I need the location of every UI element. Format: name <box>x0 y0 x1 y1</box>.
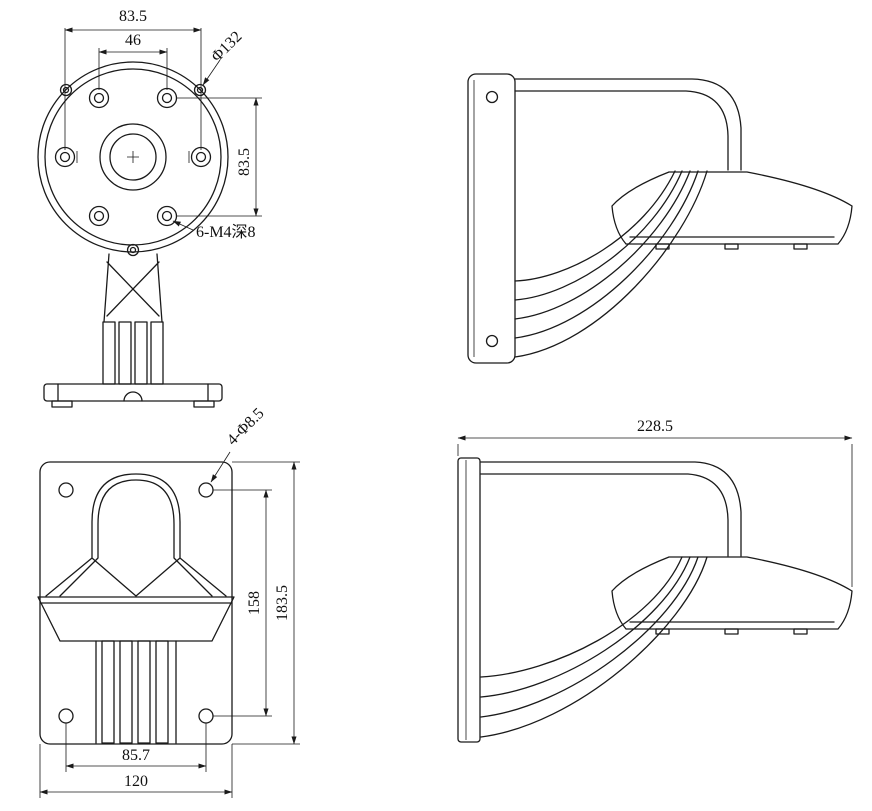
wall-plate-side <box>457 457 481 743</box>
dome-cap <box>611 556 853 630</box>
wall-plate <box>467 73 516 364</box>
center-mark <box>127 151 139 163</box>
dim-diameter-label: Φ132 <box>208 28 245 65</box>
depth-dimension: 228.5 <box>457 418 853 587</box>
hole-spec-label: 4-Φ8.5 <box>224 405 268 449</box>
dim-depth-label: 228.5 <box>637 418 673 435</box>
plate-hole-bottom <box>485 334 499 348</box>
screw-slot-marks <box>76 151 190 163</box>
leader-hole-note <box>210 451 231 483</box>
base-details <box>51 383 215 408</box>
base-view-dimensions: 4-Φ8.5 158 183.5 85.7 120 <box>39 405 300 798</box>
dim-hole-pitch-v-label: 83.5 <box>236 148 253 176</box>
thread-spec-label: 6-M4深8 <box>196 223 256 241</box>
bracket-neck-front <box>45 473 227 597</box>
side-view-top <box>467 73 853 364</box>
dome-front <box>37 596 235 642</box>
front-view: 83.5 46 Φ132 83.5 6-M4深8 <box>37 8 262 408</box>
side-view-dimensioned: 228.5 <box>457 418 853 743</box>
dim-plate-height-label: 183.5 <box>274 585 291 621</box>
center-boss-inner <box>109 133 157 181</box>
dim-hole-pitch-h-label: 85.7 <box>122 747 150 764</box>
dome-cap <box>611 171 853 245</box>
dome-feet <box>655 243 808 250</box>
bracket-arm <box>480 461 742 557</box>
neck-struts <box>103 253 163 323</box>
dome-feet <box>655 628 808 635</box>
leader-thread-note <box>172 220 194 231</box>
column-ribs <box>102 321 164 385</box>
dim-hole-pitch-v-label: 158 <box>246 591 263 615</box>
screw-holes-m4 <box>54 87 212 227</box>
base-plan-view: 4-Φ8.5 158 183.5 85.7 120 <box>37 405 300 798</box>
extension-lines <box>64 28 262 217</box>
base-plate <box>43 383 223 402</box>
mounting-plate <box>39 461 233 745</box>
bracket-gusset-ribs <box>514 170 708 358</box>
front-view-dimensions: 83.5 46 Φ132 83.5 6-M4深8 <box>64 8 262 241</box>
dim-top-hole-pitch-label: 46 <box>125 32 141 49</box>
rim-screws <box>59 83 207 257</box>
dim-plate-width-label: 120 <box>124 773 148 790</box>
extension-lines <box>39 461 300 798</box>
column-ribs-front <box>95 640 177 744</box>
leader-diameter <box>202 59 221 86</box>
dim-hole-pitch-h-label: 83.5 <box>119 8 147 25</box>
pedestal-front <box>43 253 223 408</box>
plate-hole-top <box>485 90 499 104</box>
center-boss-outer <box>99 123 167 191</box>
bracket-arm <box>514 78 742 171</box>
bracket-gusset-ribs <box>480 556 708 738</box>
extension-lines <box>457 444 853 587</box>
